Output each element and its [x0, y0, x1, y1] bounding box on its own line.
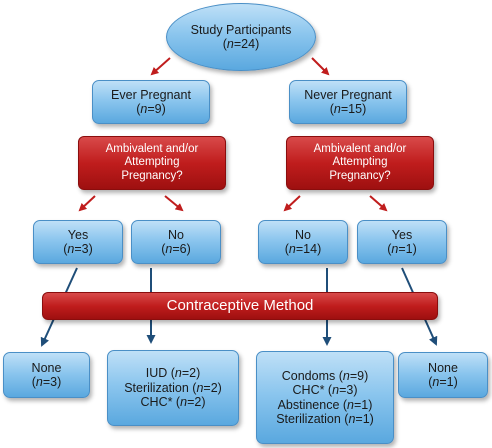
question-line: Pregnancy?	[121, 169, 183, 182]
study-participants-node: Study Participants (n=24)	[166, 3, 316, 71]
node-label: Yes	[67, 227, 89, 242]
bar-label: Contraceptive Method	[166, 297, 314, 315]
outcome-methods-never: Condoms (n=9) CHC* (n=3) Abstinence (n=1…	[256, 351, 394, 444]
node-label: Yes	[391, 227, 413, 242]
method-line: Abstinence (n=1)	[277, 397, 373, 412]
yes-left-node: Yes (n=3)	[33, 220, 123, 264]
node-count: (n=24)	[222, 37, 260, 51]
no-left-node: No (n=6)	[131, 220, 221, 264]
outcome-none-left: None (n=3)	[3, 352, 90, 398]
question-line: Pregnancy?	[329, 169, 391, 182]
node-label: Study Participants	[190, 22, 292, 37]
method-line: IUD (n=2)	[145, 366, 201, 381]
node-label: Never Pregnant	[304, 87, 392, 102]
method-line: Sterilization (n=1)	[276, 412, 374, 426]
arrow-question-left-to-no	[164, 195, 184, 212]
question-line: Ambivalent and/or	[313, 142, 407, 155]
node-count: (n=1)	[428, 375, 458, 389]
ever-pregnant-node: Ever Pregnant (n=9)	[92, 80, 210, 124]
arrow-question-left-to-yes	[78, 195, 96, 212]
never-pregnant-node: Never Pregnant (n=15)	[289, 80, 407, 124]
node-label: None	[428, 360, 458, 375]
arrow-question-right-to-no	[283, 195, 301, 212]
no-right-node: No (n=14)	[258, 220, 348, 264]
question-right-box: Ambivalent and/or Attempting Pregnancy?	[286, 136, 434, 190]
method-line: Condoms (n=9)	[281, 368, 369, 383]
node-count: (n=3)	[31, 375, 62, 389]
question-line: Attempting	[332, 156, 388, 169]
method-line: CHC* (n=3)	[292, 383, 358, 397]
node-count: (n=3)	[63, 242, 93, 256]
question-left-box: Ambivalent and/or Attempting Pregnancy?	[78, 136, 226, 190]
contraceptive-method-bar: Contraceptive Method	[42, 292, 438, 320]
node-count: (n=1)	[387, 242, 417, 256]
outcome-none-right: None (n=1)	[398, 352, 488, 398]
outcome-methods-ever: IUD (n=2) Sterilization (n=2) CHC* (n=2)	[107, 350, 239, 426]
node-label: No	[168, 227, 184, 242]
node-count: (n=14)	[284, 242, 322, 256]
node-count: (n=6)	[161, 242, 191, 256]
node-label: None	[31, 360, 62, 375]
node-count: (n=15)	[329, 102, 367, 116]
arrow-root-to-ever	[150, 57, 171, 76]
method-line: Sterilization (n=2)	[124, 380, 222, 395]
method-line: CHC* (n=2)	[140, 395, 206, 410]
arrow-question-right-to-yes	[369, 195, 388, 212]
yes-right-node: Yes (n=1)	[357, 220, 447, 264]
node-label: No	[295, 227, 311, 242]
arrow-root-to-never	[311, 57, 330, 76]
question-line: Attempting	[124, 156, 180, 169]
question-line: Ambivalent and/or	[105, 142, 199, 155]
node-count: (n=9)	[136, 102, 166, 116]
node-label: Ever Pregnant	[111, 87, 191, 102]
